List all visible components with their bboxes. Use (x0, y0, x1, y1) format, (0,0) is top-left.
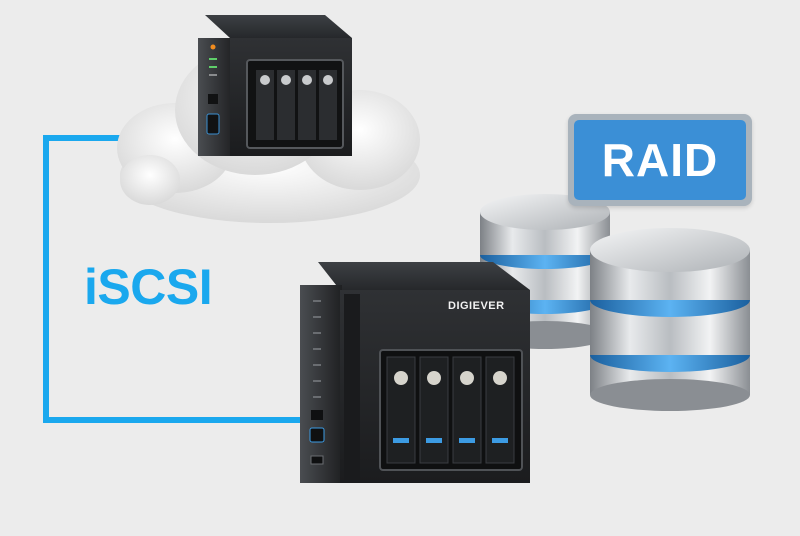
nas-device-icon (300, 262, 530, 483)
database-icon (590, 228, 750, 411)
connector-line (43, 135, 302, 423)
iscsi-label: iSCSI (84, 259, 213, 315)
raid-badge: RAID (568, 114, 752, 206)
raid-label: RAID (601, 134, 719, 186)
database-icon (480, 194, 610, 349)
raid-badge-inner: RAID (574, 120, 746, 200)
nas-device-icon (198, 15, 352, 156)
brand-logo: DIGIEVER (448, 300, 505, 312)
